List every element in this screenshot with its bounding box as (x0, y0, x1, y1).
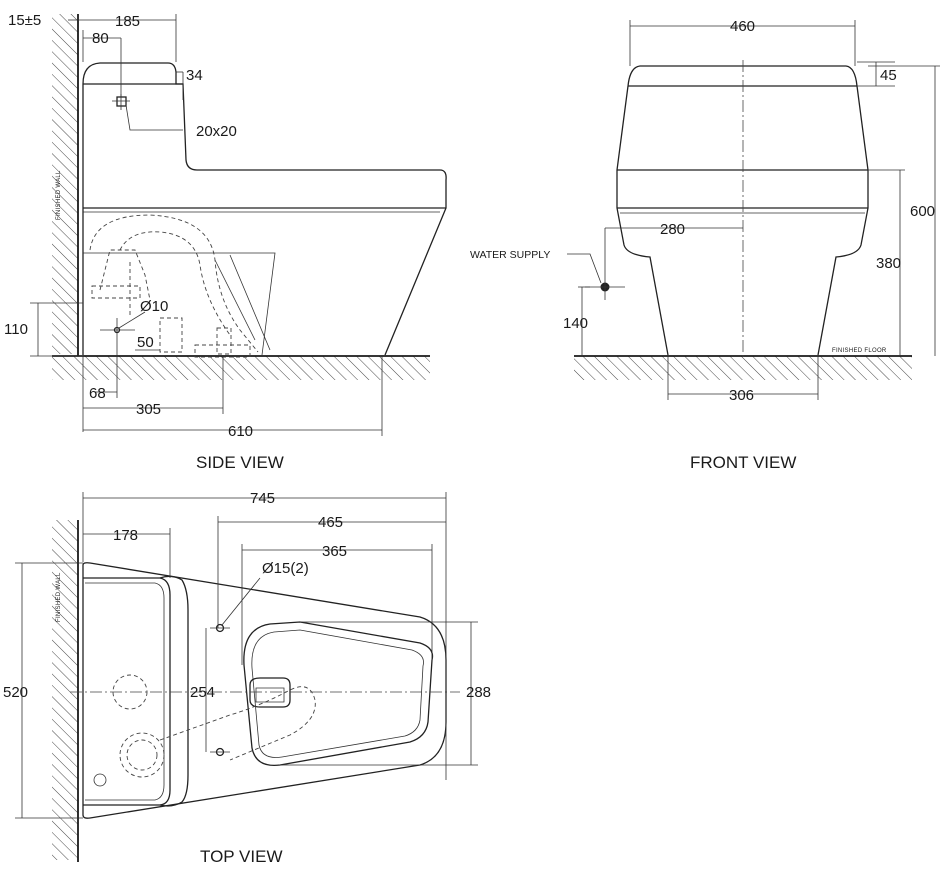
top-dim-520: 520 (3, 684, 28, 701)
front-floor-label: FINISHED FLOOR (832, 348, 887, 354)
water-supply-label: WATER SUPPLY (470, 249, 550, 261)
side-wall-hatch (52, 14, 78, 354)
side-dim-305: 305 (136, 401, 161, 418)
front-dim-45: 45 (880, 67, 897, 84)
side-wall-label: FINISHED WALL (56, 170, 62, 220)
top-dim-745: 745 (250, 490, 275, 507)
top-dim-288: 288 (466, 684, 491, 701)
front-toilet-outline (616, 65, 869, 356)
front-view-caption: FRONT VIEW (690, 453, 796, 472)
side-dim-110: 110 (4, 321, 28, 338)
side-dim-diameter: Ø10 (140, 298, 168, 315)
top-toilet-outline (82, 562, 447, 819)
top-wall-label: FINISHED WALL (56, 572, 62, 622)
front-dim-280: 280 (660, 221, 685, 238)
top-dim-254: 254 (190, 684, 215, 701)
top-view-caption: TOP VIEW (200, 847, 283, 866)
front-dim-600: 600 (910, 203, 935, 220)
top-view: 745 465 365 178 Ø15(2) 520 254 288 FINIS… (3, 490, 491, 866)
top-dim-365: 365 (322, 543, 347, 560)
side-view-caption: SIDE VIEW (196, 453, 284, 472)
side-dim-80: 80 (92, 30, 109, 47)
side-toilet-outline (82, 62, 447, 356)
side-view: 15±5 185 80 34 20x20 Ø10 110 50 68 305 6… (4, 12, 447, 472)
top-wall-hatch (52, 520, 78, 860)
side-dim-20x20: 20x20 (196, 123, 237, 140)
side-dim-50: 50 (137, 334, 154, 351)
front-dim-460: 460 (730, 18, 755, 35)
side-floor-hatch (52, 356, 430, 380)
front-view: 460 45 280 600 380 140 306 WATER SUPPLY … (470, 18, 940, 472)
front-floor-hatch (574, 356, 912, 380)
side-dim-185: 185 (115, 13, 140, 30)
side-dim-68: 68 (89, 385, 106, 402)
top-dim-holes: Ø15(2) (262, 560, 309, 577)
front-dim-140: 140 (563, 315, 588, 332)
front-dim-306: 306 (729, 387, 754, 404)
side-dim-34: 34 (186, 67, 203, 84)
side-dim-610: 610 (228, 423, 253, 440)
front-dim-380: 380 (876, 255, 901, 272)
top-dim-465: 465 (318, 514, 343, 531)
top-dim-178: 178 (113, 527, 138, 544)
side-dim-15: 15±5 (8, 12, 41, 29)
